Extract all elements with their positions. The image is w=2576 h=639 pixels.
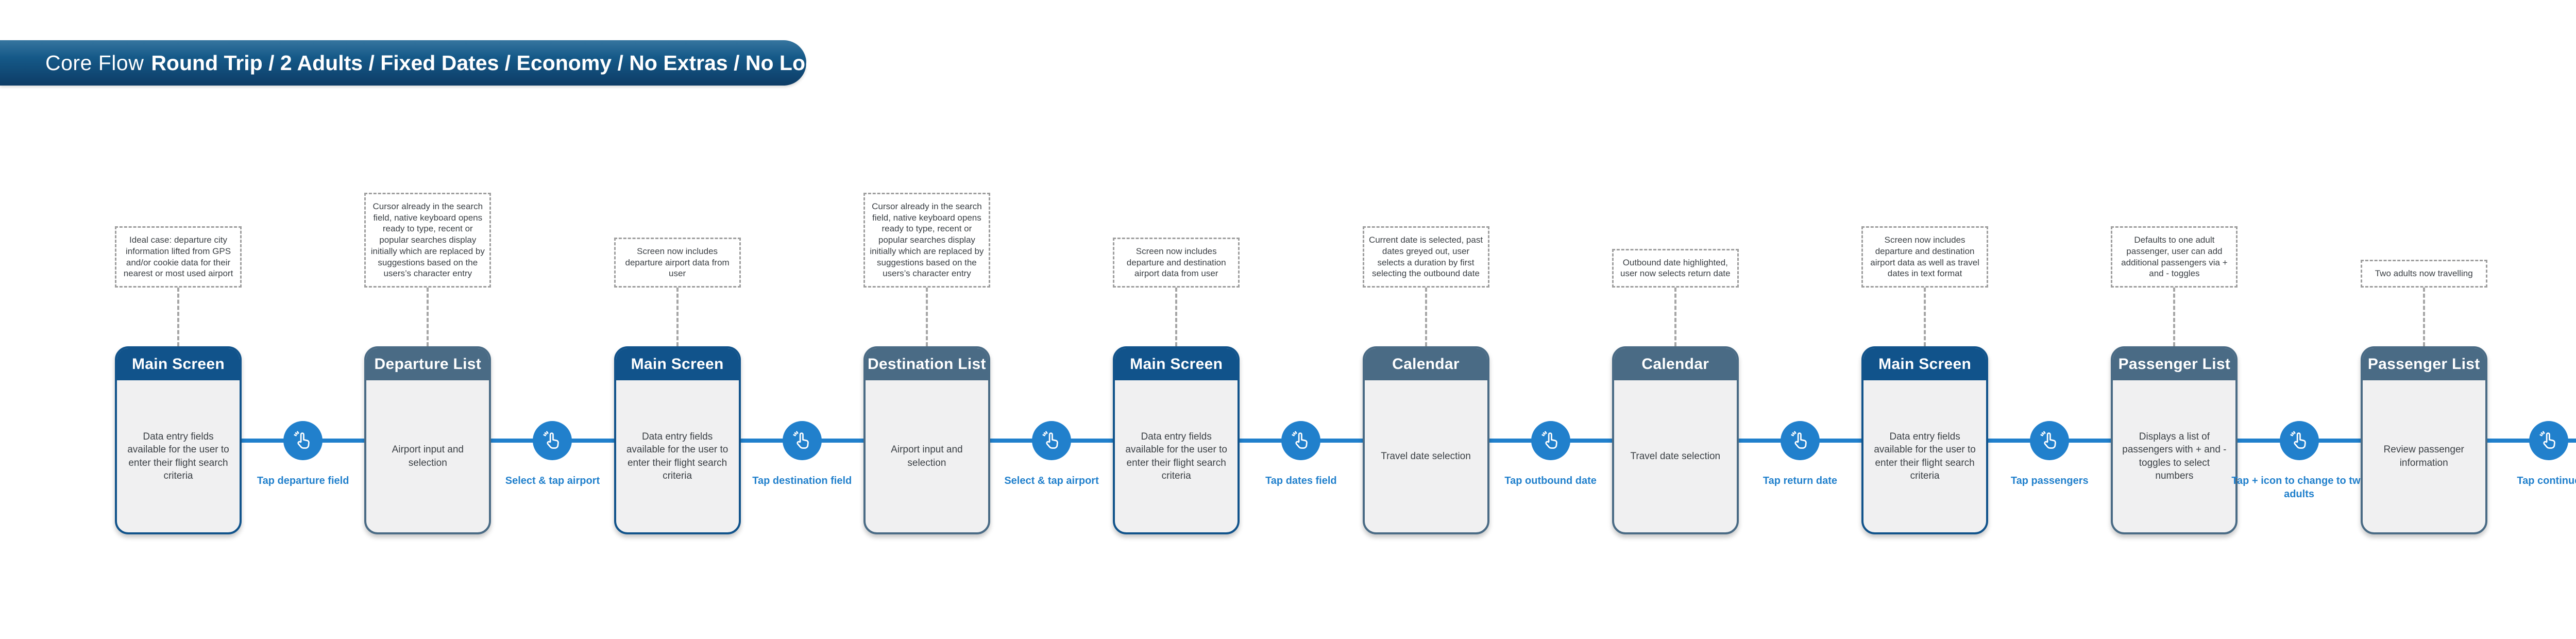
screen-card: Main Screen Data entry fields available … xyxy=(614,346,741,534)
screen-card-description: Airport input and selection xyxy=(891,444,963,468)
annotation-dashed-connector xyxy=(2173,288,2176,346)
screen-card-description: Data entry fields available for the user… xyxy=(127,431,229,481)
screen-card: Passenger List Review passenger informat… xyxy=(2360,346,2487,534)
flow-title-text: Round Trip / 2 Adults / Fixed Dates / Ec… xyxy=(151,51,837,75)
screen-card-title: Passenger List xyxy=(2113,348,2236,380)
screen-card: Calendar Travel date selection xyxy=(1612,346,1739,534)
screen-card-description: Review passenger information xyxy=(2383,444,2464,468)
action-label: Tap outbound date xyxy=(1504,475,1597,486)
screen-card-title: Destination List xyxy=(865,348,988,380)
annotation-dashed-connector xyxy=(1674,288,1676,346)
step-annotation-box: Cursor already in the search field, nati… xyxy=(364,192,492,288)
tap-hand-icon xyxy=(1032,421,1072,460)
annotation-dashed-connector xyxy=(925,288,928,346)
annotation-dashed-connector xyxy=(2422,288,2425,346)
screen-card-title: Main Screen xyxy=(1863,348,1987,380)
flow-title-prefix: Core Flow xyxy=(45,51,144,75)
tap-hand-icon xyxy=(782,421,822,460)
screen-card: Main Screen Data entry fields available … xyxy=(1861,346,1989,534)
action-label: Tap passengers xyxy=(2010,475,2089,486)
action-label: Tap continue xyxy=(2517,475,2576,486)
step-annotation-box: Two adults now travelling xyxy=(2360,260,2487,288)
action-label: Tap destination field xyxy=(752,475,852,486)
tap-hand-icon xyxy=(1531,421,1570,460)
annotation-dashed-connector xyxy=(676,288,679,346)
action-label: Tap dates field xyxy=(1265,475,1337,486)
screen-card: Calendar Travel date selection xyxy=(1362,346,1489,534)
screen-card-title: Main Screen xyxy=(117,348,240,380)
annotation-dashed-connector xyxy=(427,288,429,346)
tap-hand-icon xyxy=(1780,421,1820,460)
screen-card: Main Screen Data entry fields available … xyxy=(115,346,242,534)
step-annotation-box: Outbound date highlighted, user now sele… xyxy=(1612,248,1739,288)
step-annotation-box: Screen now includes departure and destin… xyxy=(1861,226,1989,288)
screen-card-title: Main Screen xyxy=(1115,348,1238,380)
annotation-dashed-connector xyxy=(1425,288,1427,346)
tap-hand-icon xyxy=(2279,421,2319,460)
tap-hand-icon xyxy=(1281,421,1321,460)
screen-card-description: Data entry fields available for the user… xyxy=(626,431,728,481)
action-label: Tap return date xyxy=(1762,475,1837,486)
annotation-dashed-connector xyxy=(1924,288,1926,346)
annotation-dashed-connector xyxy=(1175,288,1178,346)
screen-card-description: Travel date selection xyxy=(1630,450,1721,462)
flow-title-pill: Core Flow Round Trip / 2 Adults / Fixed … xyxy=(0,40,837,86)
action-label: Select & tap airport xyxy=(505,475,600,486)
screen-card-title: Passenger List xyxy=(2362,348,2485,380)
step-annotation-box: Screen now includes departure airport da… xyxy=(614,237,741,288)
step-annotation-box: Cursor already in the search field, nati… xyxy=(863,192,990,288)
tap-hand-icon xyxy=(533,421,572,460)
tap-hand-icon xyxy=(2030,421,2070,460)
screen-card-title: Calendar xyxy=(1614,348,1737,380)
tap-hand-icon xyxy=(2529,421,2568,460)
screen-card-title: Main Screen xyxy=(616,348,739,380)
annotation-dashed-connector xyxy=(177,288,179,346)
action-label: Select & tap airport xyxy=(1004,475,1099,486)
step-annotation-box: Defaults to one adult passenger, user ca… xyxy=(2111,226,2238,288)
screen-card: Main Screen Data entry fields available … xyxy=(1113,346,1240,534)
screen-card-description: Data entry fields available for the user… xyxy=(1125,431,1227,481)
tap-hand-icon xyxy=(283,421,323,460)
step-annotation-box: Ideal case: departure city information l… xyxy=(115,226,242,288)
screen-card-description: Displays a list of passengers with + and… xyxy=(2122,431,2227,481)
screen-card-description: Data entry fields available for the user… xyxy=(1874,431,1976,481)
screen-card-title: Calendar xyxy=(1364,348,1487,380)
screen-card-description: Airport input and selection xyxy=(392,444,464,468)
screen-card: Departure List Airport input and selecti… xyxy=(364,346,492,534)
step-annotation-box: Screen now includes departure and destin… xyxy=(1113,237,1240,288)
screen-card-title: Departure List xyxy=(366,348,489,380)
step-annotation-box: Current date is selected, past dates gre… xyxy=(1362,226,1489,288)
action-label: Tap + icon to change to two adults xyxy=(2231,475,2367,500)
screen-card-description: Travel date selection xyxy=(1381,450,1471,462)
screen-card: Destination List Airport input and selec… xyxy=(863,346,990,534)
screen-card: Passenger List Displays a list of passen… xyxy=(2111,346,2238,534)
action-label: Tap departure field xyxy=(257,475,349,486)
